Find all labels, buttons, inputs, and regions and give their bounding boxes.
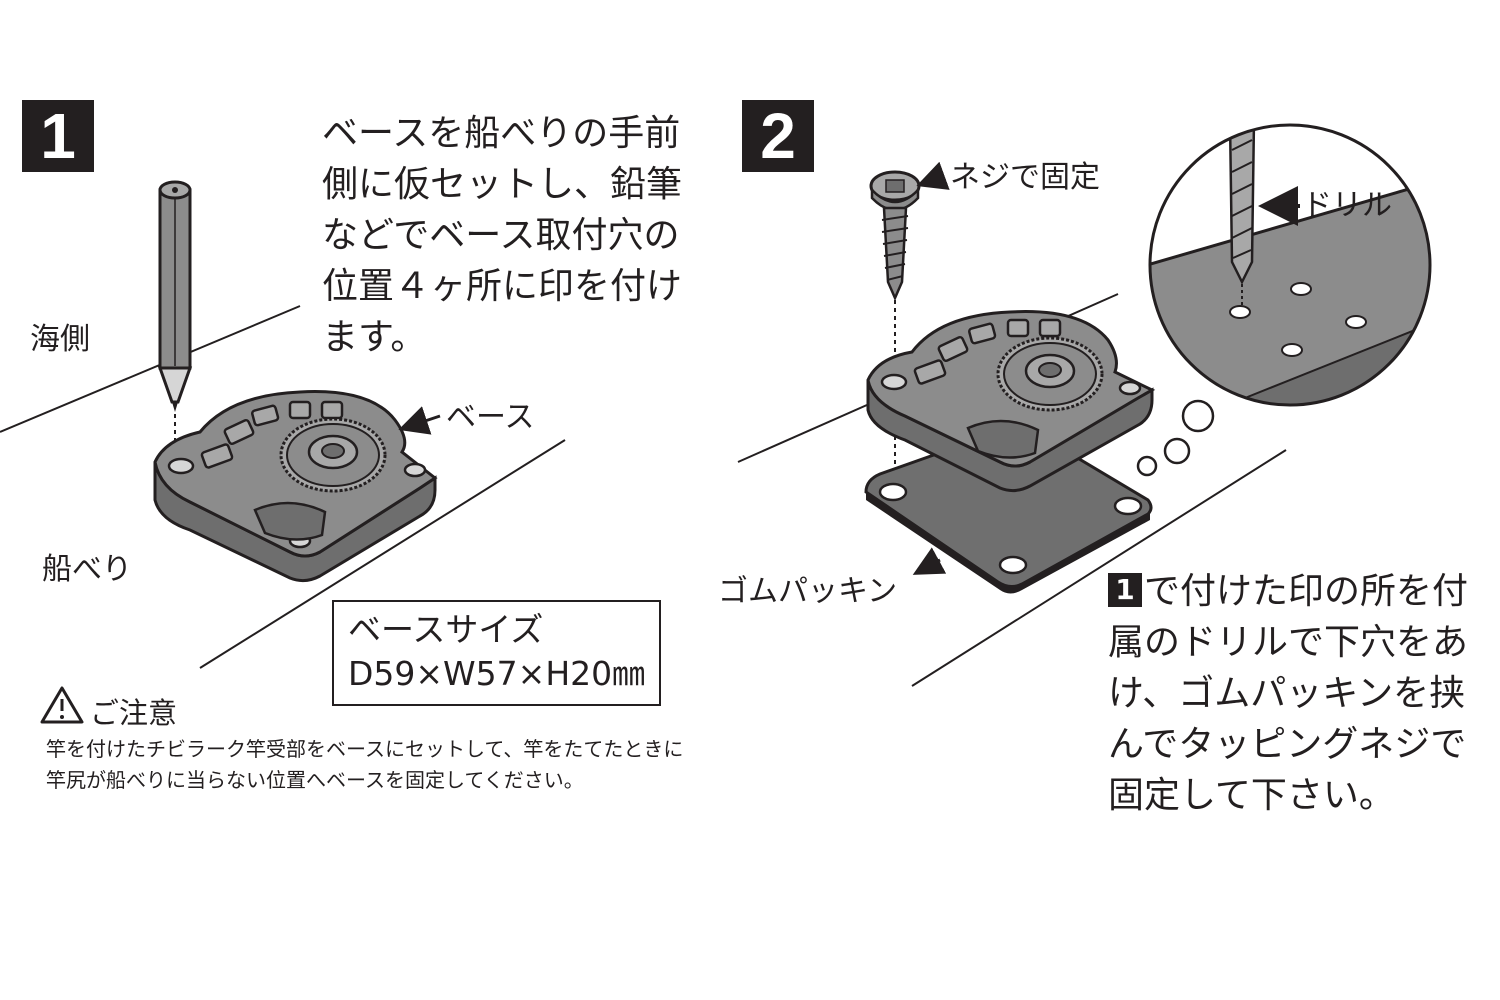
magnified-drill-callout xyxy=(1148,123,1432,407)
step-2-instruction-line: 固定して下さい。 xyxy=(1108,775,1395,816)
drill-bit-icon xyxy=(1228,125,1256,306)
pencil-icon xyxy=(157,180,193,450)
caution-title: ご注意 xyxy=(90,696,178,730)
callout-bubble-large xyxy=(1181,399,1215,433)
step-2-instruction-line: んでタッピングネジで xyxy=(1108,724,1467,765)
sea-side-label: 海側 xyxy=(30,322,90,357)
gunwale-edge-line-bottom-2 xyxy=(911,449,1287,687)
step-1-number: 1 xyxy=(22,100,94,172)
base-unit xyxy=(153,390,438,583)
callout-bubble-medium xyxy=(1163,437,1191,465)
warning-triangle-icon xyxy=(40,686,84,724)
gunwale-edge-line-top xyxy=(0,305,301,433)
screw-label: ネジで固定 xyxy=(950,160,1100,195)
drill-label: ドリル xyxy=(1302,188,1392,223)
step-2-instruction-first-line: で付けた印の所を付 xyxy=(1144,571,1469,612)
step-1-instruction-line: などでベース取付穴の xyxy=(322,215,680,256)
base-size-box: ベースサイズ D59×W57×H20㎜ xyxy=(332,600,662,706)
step-1-instruction-line: 位置４ヶ所に印を付け xyxy=(322,266,683,307)
base-size-dimensions: D59×W57×H20㎜ xyxy=(348,654,646,693)
step1-illustration xyxy=(0,180,566,669)
step-2-number: 2 xyxy=(742,100,814,172)
step-1-instruction-line: 側に仮セットし、鉛筆 xyxy=(322,164,683,205)
gasket-pointer-arrow xyxy=(912,547,947,575)
base-size-title: ベースサイズ xyxy=(348,610,544,649)
gasket-label: ゴムパッキン xyxy=(718,574,898,609)
gunwale-edge-line-bottom xyxy=(199,439,566,669)
tapping-screw-icon xyxy=(869,170,921,470)
step-1-instruction-line: ます。 xyxy=(322,317,427,358)
callout-bubble-small xyxy=(1136,455,1158,477)
rubber-gasket xyxy=(864,425,1153,594)
base-label: ベース xyxy=(446,400,535,435)
step2-illustration xyxy=(737,123,1432,687)
screw-pointer-arrow xyxy=(916,161,950,190)
caution-line: 竿尻が船べりに当らない位置へベースを固定してください。 xyxy=(46,768,584,792)
step-1-instruction: ベースを船べりの手前 側に仮セットし、鉛筆 などでベース取付穴の 位置４ヶ所に印… xyxy=(322,108,682,363)
caution-body: 竿を付けたチビラーク竿受部をベースにセットして、竿をたてたときに 竿尻が船べりに… xyxy=(46,734,683,796)
caution-line: 竿を付けたチビラーク竿受部をベースにセットして、竿をたてたときに xyxy=(46,737,684,761)
gunwale-label: 船べり xyxy=(42,552,132,587)
step-1-reference-badge: 1 xyxy=(1108,573,1142,607)
step-2-instruction-line: け、ゴムパッキンを挟 xyxy=(1108,673,1466,714)
step-2-instruction-line: 属のドリルで下穴をあ xyxy=(1108,622,1469,663)
base-unit-2 xyxy=(866,310,1156,493)
base-pointer-arrow xyxy=(398,406,441,435)
step-1-instruction-line: ベースを船べりの手前 xyxy=(322,113,681,154)
